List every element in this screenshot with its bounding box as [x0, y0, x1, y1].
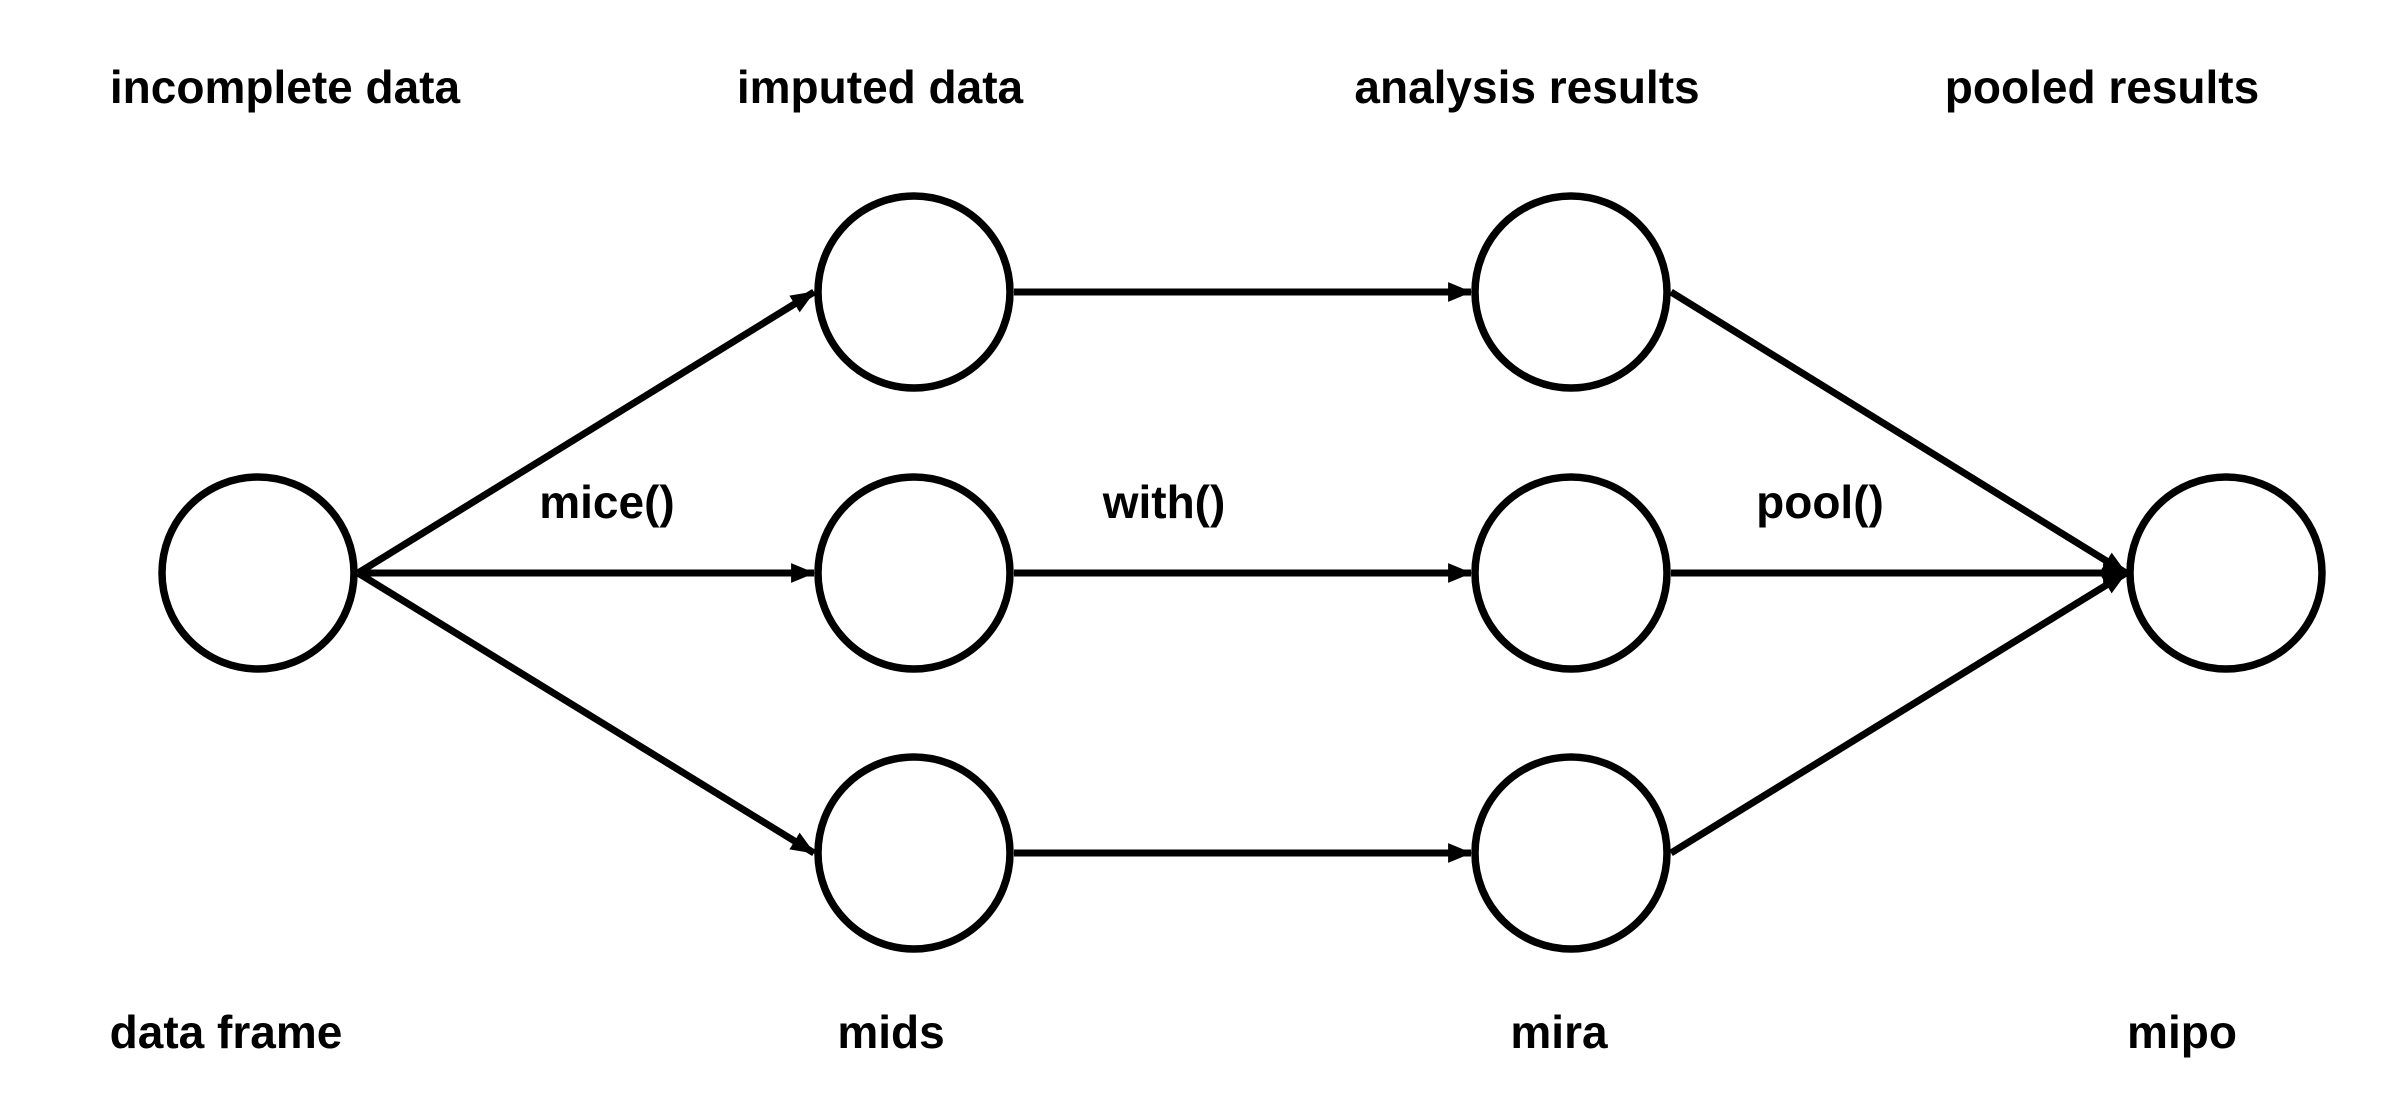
node-mira-1: [1471, 192, 1671, 392]
label-pooled-results: pooled results: [1945, 61, 2259, 113]
arrow-dataframe-to-mids-1: [356, 289, 816, 576]
label-data-frame: data frame: [110, 1006, 343, 1058]
node-mipo: [2126, 473, 2326, 673]
node-mids-1: [814, 192, 1014, 392]
label-imputed-data: imputed data: [737, 61, 1024, 113]
arrow-dataframe-to-mids-3: [356, 570, 816, 856]
label-mice-function: mice(): [539, 476, 674, 528]
node-data-frame: [158, 473, 358, 673]
label-pool-function: pool(): [1756, 476, 1884, 528]
label-analysis-results: analysis results: [1354, 61, 1699, 113]
node-mira-3: [1471, 753, 1671, 953]
label-mira: mira: [1510, 1006, 1608, 1058]
label-mipo: mipo: [2127, 1006, 2237, 1058]
node-mira-2: [1471, 473, 1671, 673]
arrow-mira-to-mipo-1: [1669, 289, 2128, 576]
node-mids-3: [814, 753, 1014, 953]
arrow-mira-to-mipo-3: [1669, 570, 2128, 856]
label-mids: mids: [837, 1006, 944, 1058]
label-with-function: with(): [1102, 476, 1226, 528]
node-mids-2: [814, 473, 1014, 673]
label-incomplete-data: incomplete data: [110, 61, 461, 113]
